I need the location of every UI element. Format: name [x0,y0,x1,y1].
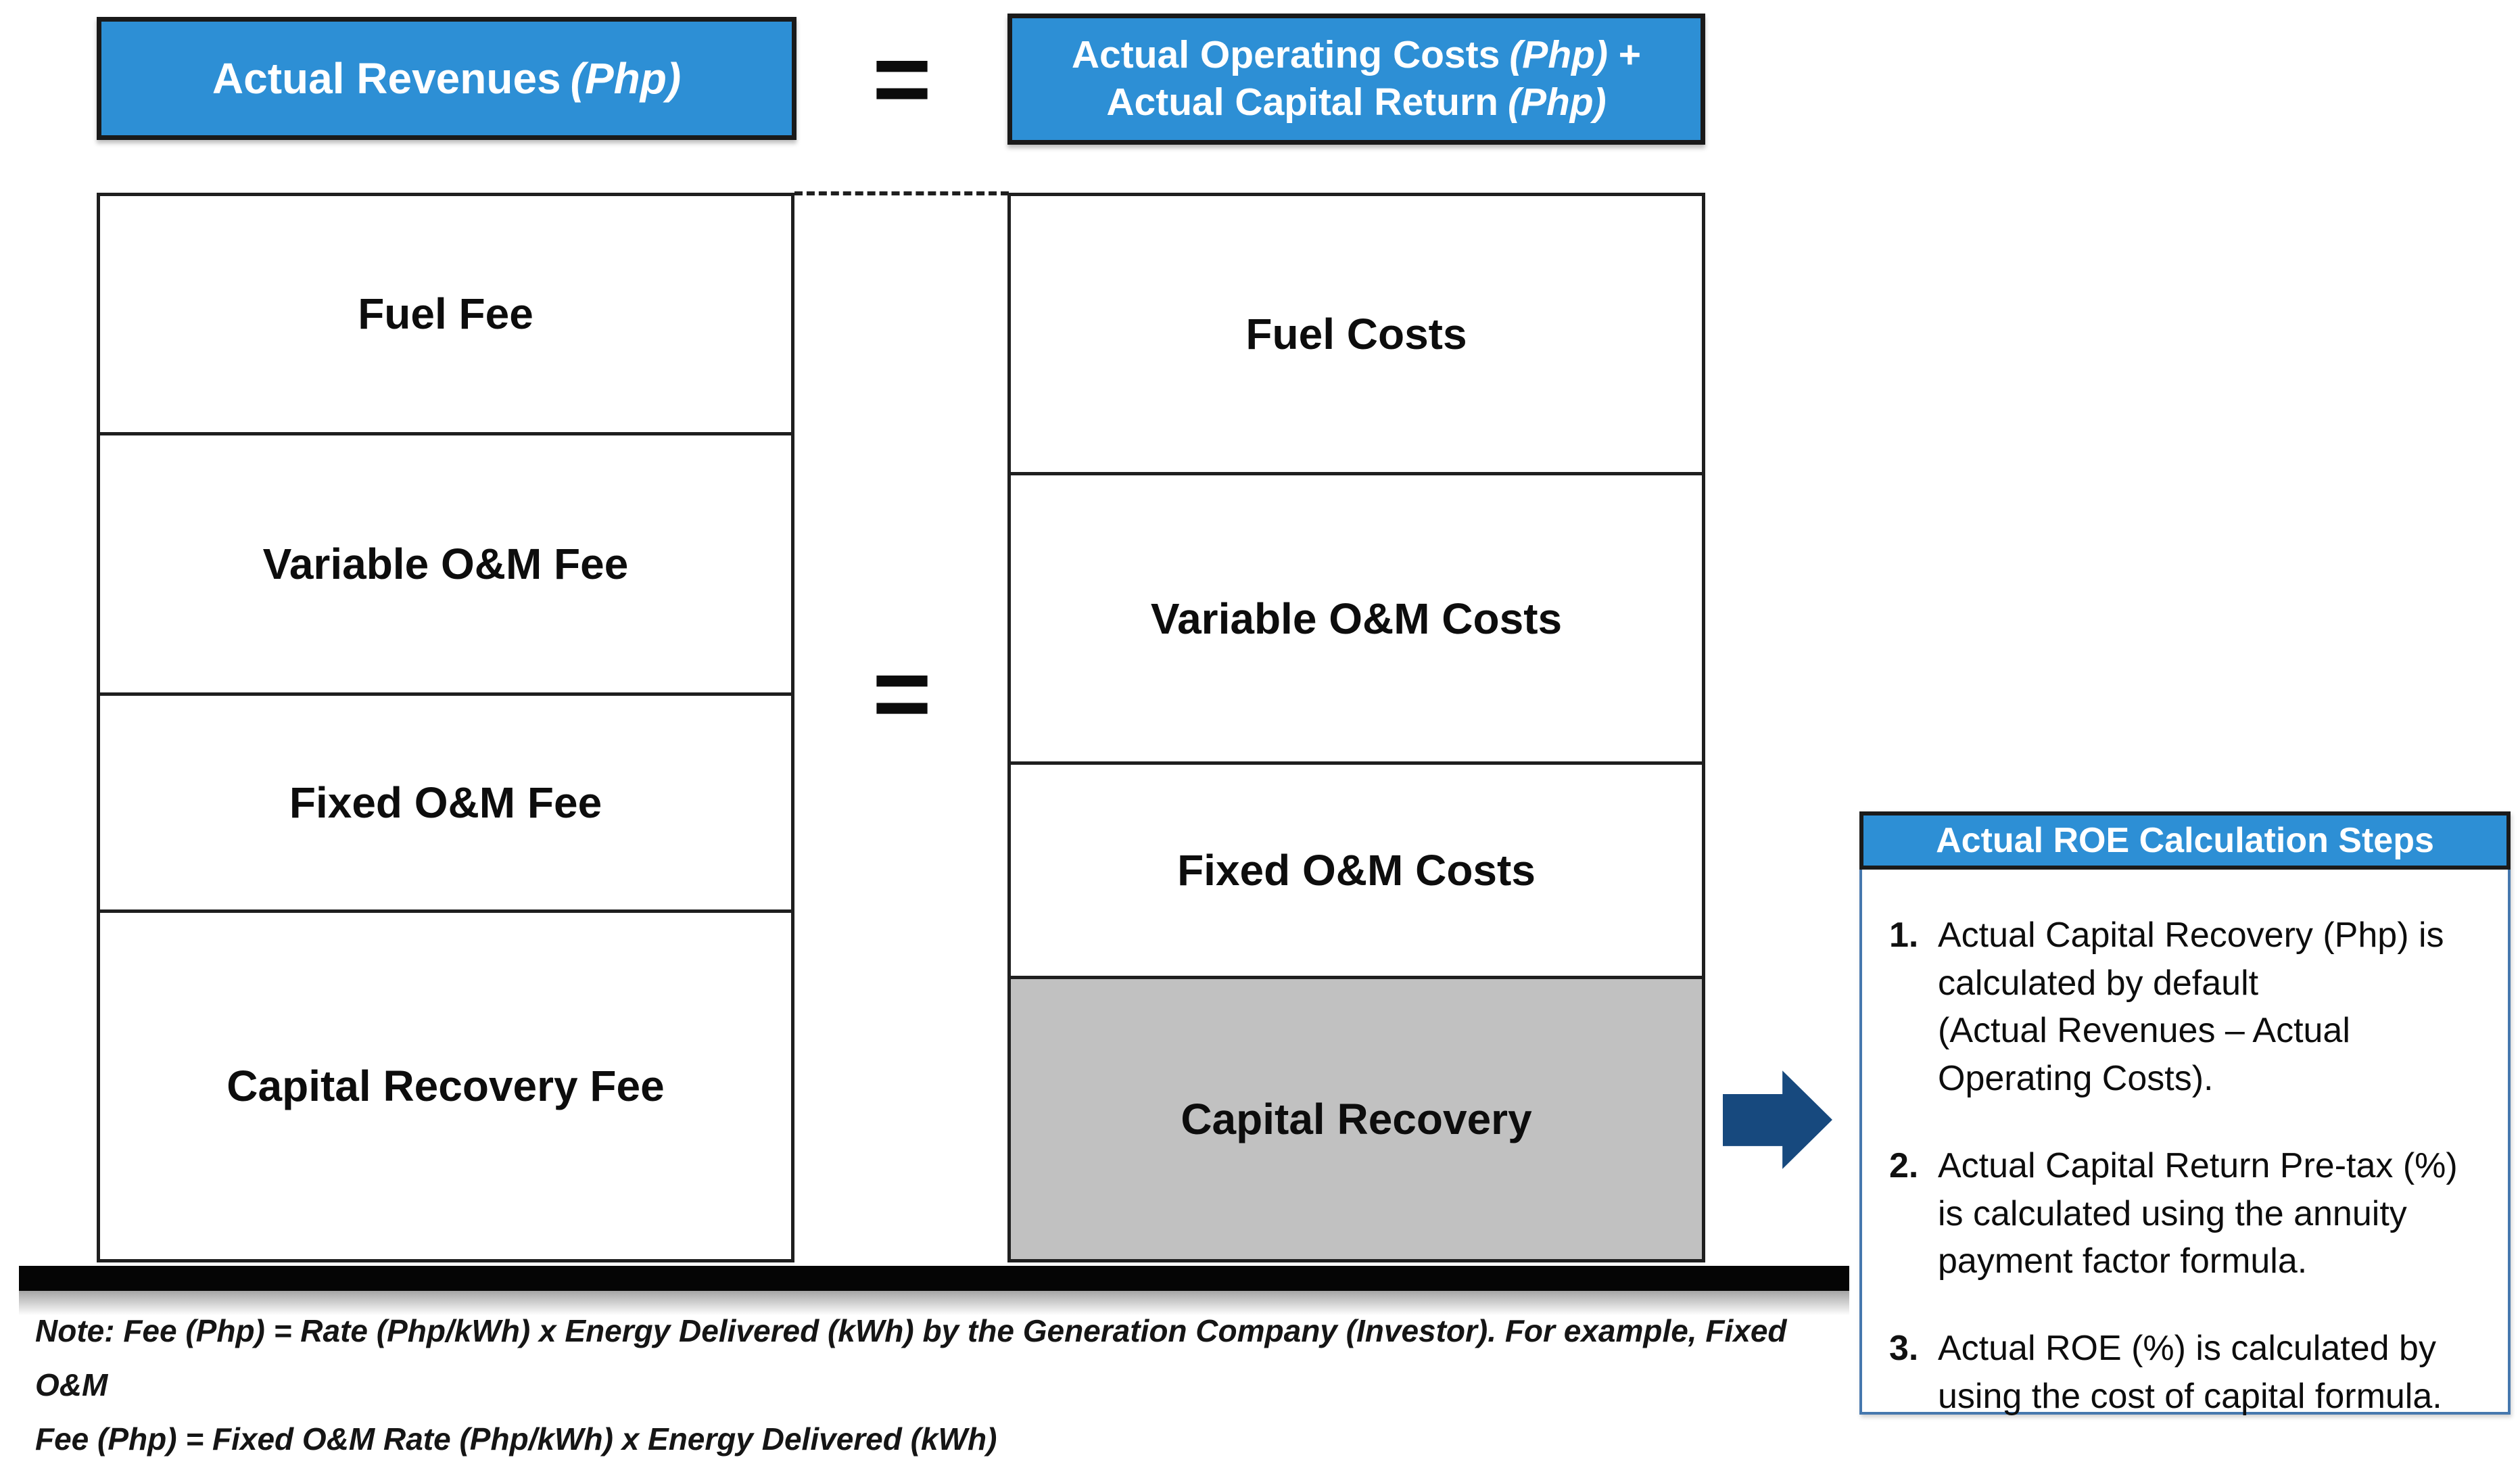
fixed-om-fee-box: Fixed O&M Fee [100,696,791,913]
fuel-fee-label: Fuel Fee [358,289,533,339]
capital-return-line: Actual Capital Return(Php) [1106,79,1606,126]
fixed-om-fee-label: Fixed O&M Fee [289,778,602,827]
operating-costs-line: Actual Operating Costs(Php) + [1072,32,1641,79]
footnote-line1: Note: Fee (Php) = Rate (Php/kWh) x Energ… [35,1313,1787,1403]
plus-sign: + [1618,33,1642,77]
capital-recovery-box: Capital Recovery [1011,978,1702,1259]
actual-revenues-header: Actual Revenues(Php) [97,17,797,140]
roe-step-3-text: Actual ROE (%) is calculated by using th… [1938,1329,2442,1416]
revenues-text: Actual Revenues [212,54,561,103]
roe-step-1: 1. Actual Capital Recovery (Php) is calc… [1889,912,2490,1103]
roe-step-3-number: 3. [1889,1329,1919,1369]
revenue-fee-stack: Fuel Fee Variable O&M Fee Fixed O&M Fee … [97,193,794,1262]
equals-glyph: = [872,636,932,750]
roe-panel-title-text: Actual ROE Calculation Steps [1936,821,2434,860]
ground-bar-shadow [19,1291,1849,1315]
equals-glyph: = [872,22,932,135]
right-arrow-icon [1723,1065,1834,1176]
operating-costs-unit: (Php) [1509,33,1608,77]
fuel-fee-box: Fuel Fee [100,196,791,435]
roe-panel-body: 1. Actual Capital Recovery (Php) is calc… [1862,872,2508,1416]
footnote-line2: Fee (Php) = Fixed O&M Rate (Php/kWh) x E… [35,1421,997,1457]
variable-om-costs-label: Variable O&M Costs [1150,594,1563,643]
roe-step-2-text: Actual Capital Return Pre-tax (%) is cal… [1938,1145,2458,1281]
fixed-om-costs-box: Fixed O&M Costs [1011,765,1702,979]
fuel-costs-label: Fuel Costs [1245,309,1467,358]
cost-stack: Fuel Costs Variable O&M Costs Fixed O&M … [1007,193,1705,1262]
capital-recovery-fee-box: Capital Recovery Fee [100,913,791,1259]
capital-recovery-label: Capital Recovery [1181,1094,1532,1143]
roe-step-3: 3. Actual ROE (%) is calculated by using… [1889,1325,2490,1420]
fixed-om-costs-label: Fixed O&M Costs [1177,846,1536,895]
variable-om-fee-label: Variable O&M Fee [262,539,629,588]
variable-om-costs-box: Variable O&M Costs [1011,475,1702,765]
capital-recovery-fee-label: Capital Recovery Fee [227,1061,665,1110]
roe-steps-panel: Actual ROE Calculation Steps 1. Actual C… [1859,811,2511,1416]
actual-revenues-label: Actual Revenues(Php) [212,53,681,103]
roe-panel-title: Actual ROE Calculation Steps [1859,811,2511,870]
ground-bar [19,1266,1849,1291]
equals-sign-top: = [797,17,1007,140]
equals-sign-mid: = [797,642,1007,744]
fuel-costs-box: Fuel Costs [1011,196,1702,475]
capital-return-unit: (Php) [1507,80,1607,124]
roe-step-1-text: Actual Capital Recovery (Php) is calcula… [1938,916,2444,1099]
roe-step-2: 2. Actual Capital Return Pre-tax (%) is … [1889,1142,2490,1285]
actual-costs-header: Actual Operating Costs(Php) + Actual Cap… [1007,14,1705,145]
roe-step-1-number: 1. [1889,916,1919,955]
capital-return-text: Actual Capital Return [1106,80,1498,124]
variable-om-fee-box: Variable O&M Fee [100,435,791,696]
footnote: Note: Fee (Php) = Rate (Php/kWh) x Energ… [35,1304,1820,1466]
dashed-connector-line [794,191,1009,195]
roe-step-2-number: 2. [1889,1145,1919,1185]
operating-costs-text: Actual Operating Costs [1071,33,1500,77]
revenues-unit: (Php) [570,54,682,103]
